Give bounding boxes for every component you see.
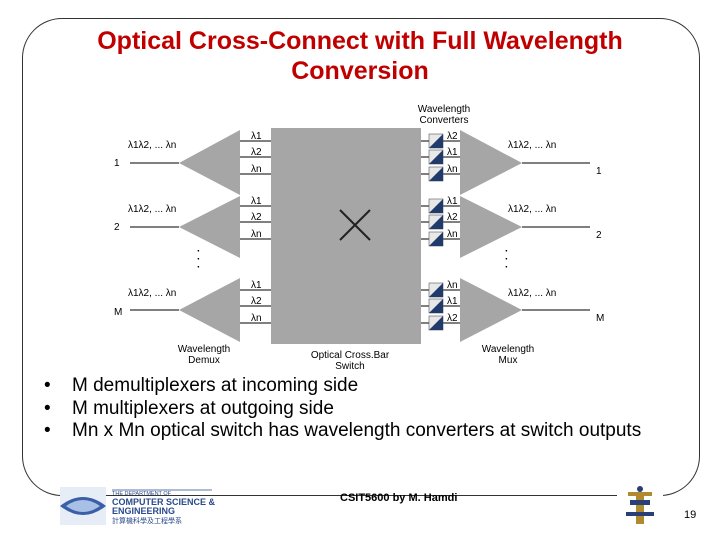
- conv1-out-2: λ1: [447, 147, 458, 158]
- ellipsis-left: · · ·: [197, 246, 201, 273]
- demux-switch-links: [240, 140, 271, 324]
- dept-logo-line-2: COMPUTER SCIENCE &: [112, 497, 216, 507]
- mux-1: [460, 130, 522, 195]
- dept-logo-line-3: ENGINEERING: [112, 506, 176, 516]
- input-label-M: M: [114, 307, 123, 318]
- demuxM-out-3: λn: [251, 313, 262, 324]
- input-label-1: 1: [114, 158, 120, 169]
- mux-label: Wavelength Mux: [472, 344, 544, 366]
- input-wavelengths-1: λ1λ2, ... λn: [128, 140, 177, 151]
- title-line-2: Conversion: [291, 57, 429, 85]
- demux-label-line-1: Wavelength: [177, 344, 231, 355]
- switch-label: Optical Cross.Bar Switch: [295, 350, 405, 372]
- credit-text: CSIT5600 by M. Hamdi: [340, 492, 458, 504]
- demuxM-out-2: λ2: [251, 296, 262, 307]
- mux-M: [460, 278, 522, 342]
- converters-label-line-2: Converters: [419, 115, 469, 126]
- output-label-2: 2: [596, 230, 602, 241]
- convM-out-2: λ1: [447, 296, 458, 307]
- title-line-1: Optical Cross-Connect with Full Waveleng…: [97, 27, 623, 55]
- ellipsis-right: · · ·: [505, 246, 509, 273]
- output-label-M: M: [596, 313, 605, 324]
- dept-logo-line-1: THE DEPARTMENT OF: [112, 491, 171, 497]
- convM-out-3: λ2: [447, 313, 458, 324]
- demuxM-out-1: λ1: [251, 280, 262, 291]
- bullet-text: M demultiplexers at incoming side: [72, 375, 359, 396]
- slide-frame: [22, 18, 700, 496]
- input-wavelengths-2: λ1λ2, ... λn: [128, 204, 177, 215]
- department-logo: [60, 487, 212, 525]
- mux-2: [460, 196, 522, 258]
- mux-label-line-2: Mux: [498, 355, 518, 366]
- demux-M: [179, 278, 240, 342]
- dept-logo-line-4: 計算機科學及工程學系: [112, 518, 182, 525]
- wavelength-converters: [428, 133, 444, 331]
- bullet-item: • Mn x Mn optical switch has wavelength c…: [44, 420, 684, 441]
- switch-x-line-b: [339, 209, 371, 241]
- demux2-out-3: λn: [251, 229, 262, 240]
- page-number: 19: [684, 509, 697, 521]
- bullet-item: • M multiplexers at outgoing side: [44, 397, 684, 420]
- output-wavelengths-1: λ1λ2, ... λn: [508, 140, 557, 151]
- conv2-out-3: λn: [447, 229, 458, 240]
- output-wavelengths-M: λ1λ2, ... λn: [508, 288, 557, 299]
- university-logo: [617, 486, 663, 530]
- bullet-dot: •: [44, 375, 51, 396]
- output-wavelengths-2: λ1λ2, ... λn: [508, 204, 557, 215]
- demux-label-line-2: Demux: [188, 355, 220, 366]
- demux1-out-3: λn: [251, 164, 262, 175]
- demux-1: [179, 130, 240, 195]
- convM-out-1: λn: [447, 280, 458, 291]
- conv2-out-2: λ2: [447, 212, 458, 223]
- converters-label-line-1: Wavelength: [417, 104, 471, 115]
- bullet-dot: •: [44, 398, 51, 419]
- demux-2: [179, 196, 240, 258]
- switch-label-line-2: Switch: [335, 361, 365, 372]
- conv2-out-1: λ1: [447, 196, 458, 207]
- output-label-1: 1: [596, 166, 602, 177]
- bullet-item: • M demultiplexers at incoming side: [44, 374, 684, 397]
- demux-label: Wavelength Demux: [168, 344, 240, 366]
- converters-label: Wavelength Converters: [410, 104, 478, 126]
- input-wavelengths-M: λ1λ2, ... λn: [128, 288, 177, 299]
- bullet-list: • M demultiplexers at incoming side • M mu…: [44, 374, 684, 441]
- bullet-dot: •: [44, 420, 51, 441]
- input-label-2: 2: [114, 222, 120, 233]
- switch-label-line-1: Optical Cross.Bar: [310, 350, 390, 361]
- crossbar-switch: [271, 128, 421, 344]
- bullet-text: Mn x Mn optical switch has wavelength co…: [72, 420, 642, 441]
- conv1-out-3: λn: [447, 164, 458, 175]
- mux-label-line-1: Wavelength: [481, 344, 535, 355]
- slide-title: Optical Cross-Connect with Full Waveleng…: [20, 26, 700, 86]
- demux1-out-2: λ2: [251, 147, 262, 158]
- conv1-out-1: λ2: [447, 131, 458, 142]
- demux2-out-1: λ1: [251, 196, 262, 207]
- demux2-out-2: λ2: [251, 212, 262, 223]
- demux1-out-1: λ1: [251, 131, 262, 142]
- bullet-text: M multiplexers at outgoing side: [72, 398, 334, 419]
